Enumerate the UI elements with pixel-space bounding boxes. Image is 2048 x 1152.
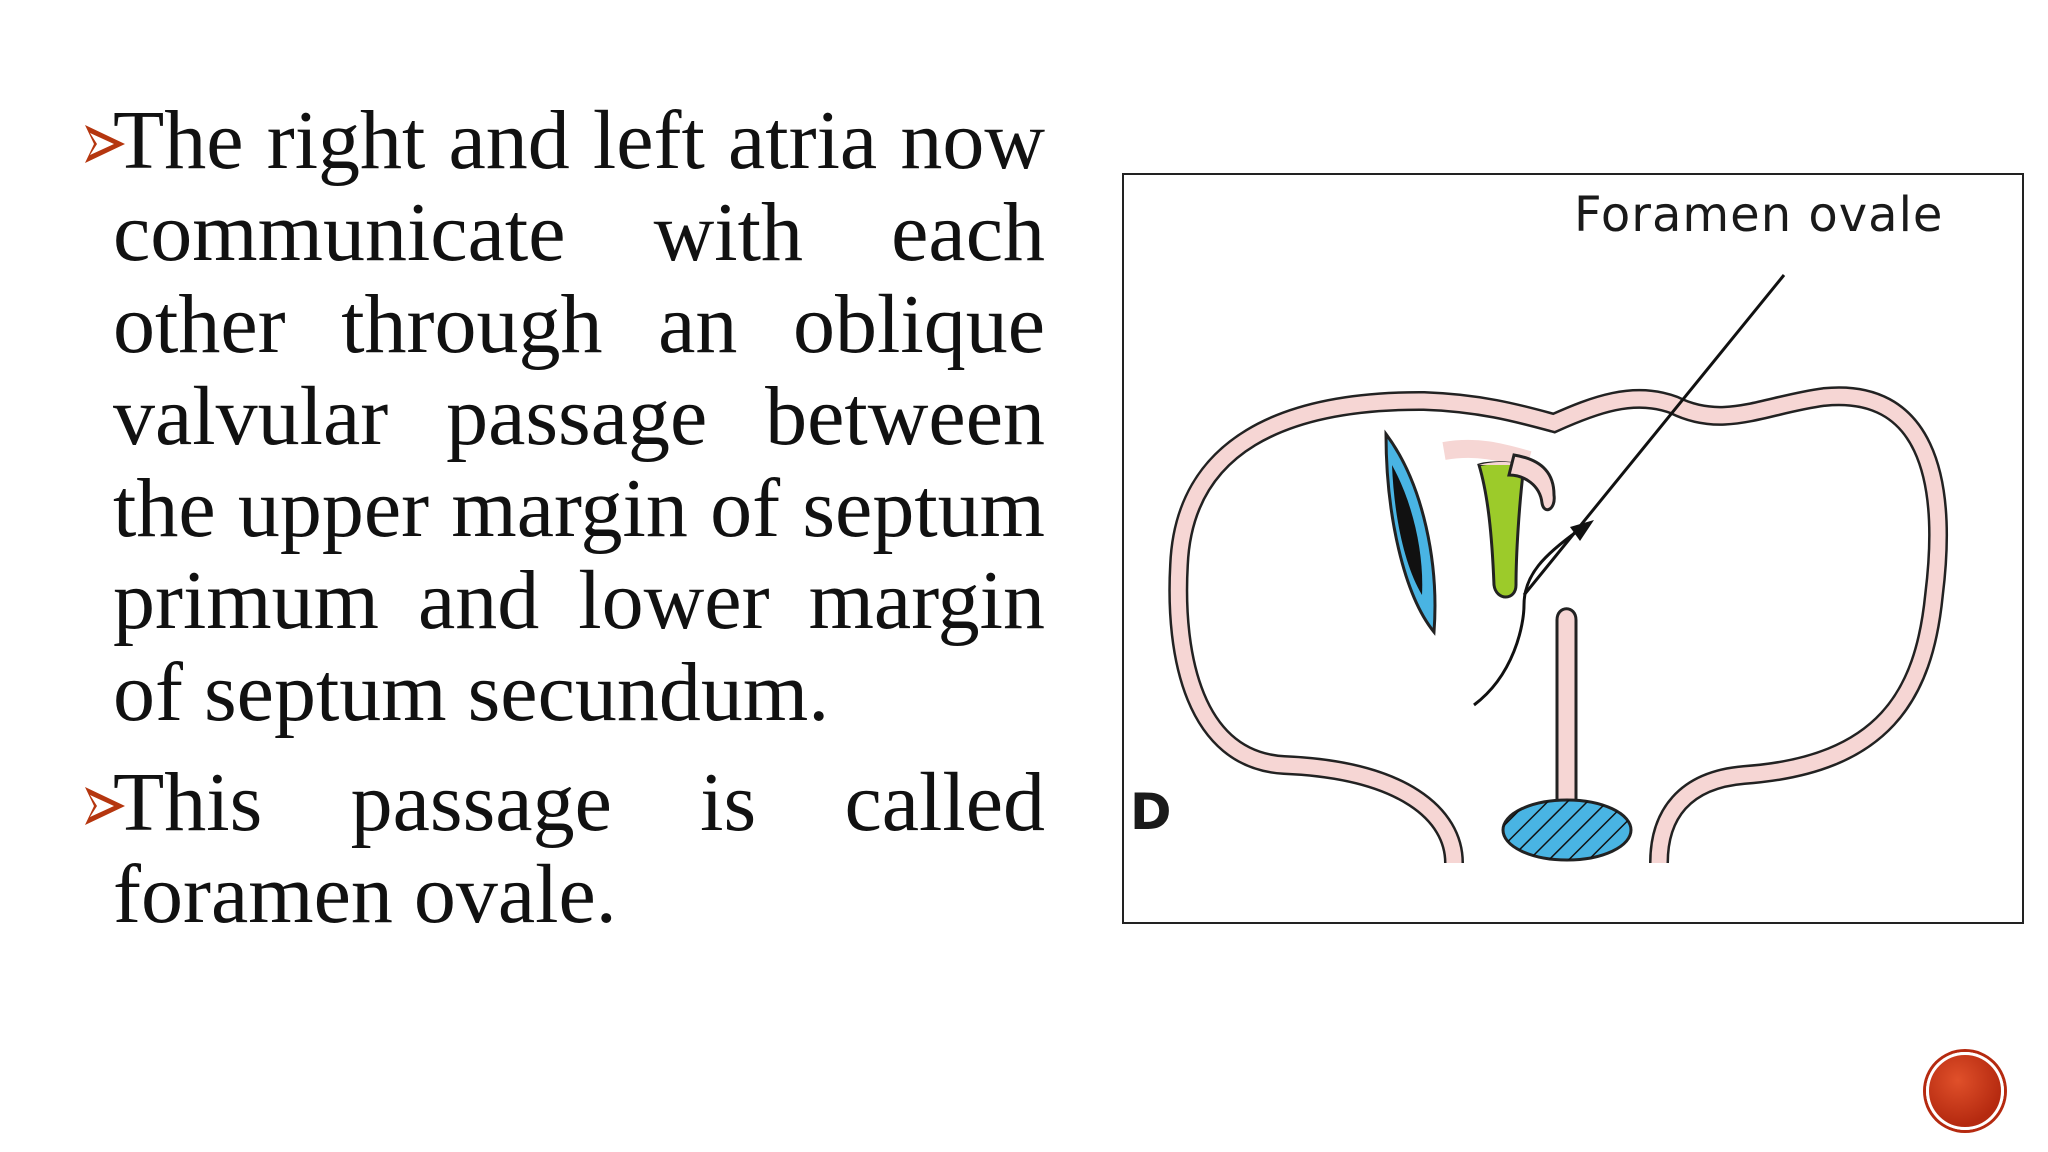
flow-arrow [1473, 528, 1580, 707]
septum-secundum-lower [1555, 607, 1578, 832]
heart-diagram: Foramen ovale D [1122, 173, 2024, 924]
bullet-1: The right and left atria now communicate… [80, 95, 1045, 739]
septum-secundum-upper [1507, 453, 1556, 512]
bullet-2-text: This passage is called foramen ovale. [113, 756, 1045, 941]
heart-septum-diagram [1168, 274, 1949, 864]
slide-text: The right and left atria now communicate… [80, 95, 1045, 941]
arrowhead-icon [85, 125, 125, 163]
panel-letter: D [1130, 783, 1172, 841]
nav-circle-button[interactable] [1926, 1052, 2004, 1130]
leader-line [1522, 274, 1786, 596]
bullet-2: This passage is called foramen ovale. [80, 757, 1045, 941]
arrowhead-icon [85, 787, 125, 825]
label-foramen-ovale: Foramen ovale [1574, 187, 1944, 243]
septum-primum [1477, 461, 1526, 599]
bullet-1-text: The right and left atria now communicate… [113, 94, 1045, 739]
